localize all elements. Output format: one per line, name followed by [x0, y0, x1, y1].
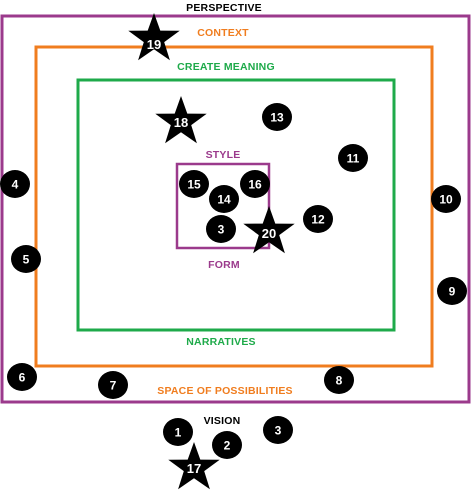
style-label: STYLE — [206, 149, 241, 161]
marker-number: 3 — [275, 424, 282, 438]
circle-marker-8: 8 — [324, 366, 354, 394]
marker-number: 4 — [12, 178, 19, 192]
marker-number: 10 — [439, 193, 453, 207]
marker-number: 16 — [248, 178, 262, 192]
circle-marker-11: 11 — [338, 144, 368, 172]
circle-marker-15: 15 — [179, 170, 209, 198]
form-label: FORM — [208, 259, 240, 271]
star-icon — [128, 13, 180, 61]
marker-number: 12 — [311, 213, 325, 227]
marker-number: 14 — [217, 193, 231, 207]
circle-marker-13: 13 — [262, 103, 292, 131]
star-marker-18: 18 — [155, 96, 207, 144]
circle-marker-9: 9 — [437, 277, 467, 305]
create-meaning-label: CREATE MEANING — [177, 61, 275, 73]
marker-number: 5 — [23, 253, 30, 267]
marker-number: 8 — [336, 374, 343, 388]
circle-marker-16: 16 — [240, 170, 270, 198]
circle-marker-10: 10 — [431, 185, 461, 213]
perspective-label: PERSPECTIVE — [186, 2, 262, 14]
context-label: CONTEXT — [197, 27, 249, 39]
vision-label: VISION — [204, 415, 241, 427]
create-meaning-frame — [76, 78, 396, 332]
marker-number: 6 — [19, 371, 26, 385]
marker-number: 3 — [218, 223, 225, 237]
star-icon — [243, 206, 295, 254]
context-frame — [34, 45, 434, 368]
circle-marker-7: 7 — [98, 371, 128, 399]
marker-number: 11 — [347, 152, 360, 166]
circle-marker-14: 14 — [209, 185, 239, 213]
marker-number: 7 — [110, 379, 117, 393]
circle-marker-3-center: 3 — [206, 215, 236, 243]
marker-number: 15 — [187, 178, 201, 192]
circle-marker-6: 6 — [7, 363, 37, 391]
star-icon — [155, 96, 207, 144]
circle-marker-2: 2 — [212, 431, 242, 459]
narratives-label: NARRATIVES — [186, 336, 255, 348]
star-icon — [168, 442, 220, 490]
marker-number: 17 — [187, 461, 201, 476]
marker-number: 9 — [449, 285, 456, 299]
star-marker-19: 19 — [128, 13, 180, 61]
marker-number: 18 — [174, 115, 188, 130]
marker-number: 19 — [147, 37, 161, 52]
circle-marker-1: 1 — [163, 418, 193, 446]
space-of-possibilities-label: SPACE OF POSSIBILITIES — [157, 385, 292, 397]
star-marker-20: 20 — [243, 206, 295, 254]
marker-number: 1 — [175, 426, 182, 440]
circle-marker-12: 12 — [303, 205, 333, 233]
marker-number: 13 — [270, 111, 284, 125]
star-marker-17: 17 — [168, 442, 220, 490]
perspective-frame — [0, 14, 471, 404]
circle-marker-3-bottom: 3 — [263, 416, 293, 444]
circle-marker-5: 5 — [11, 245, 41, 273]
marker-number: 20 — [262, 226, 276, 241]
marker-number: 2 — [224, 439, 231, 453]
circle-marker-4: 4 — [0, 170, 30, 198]
